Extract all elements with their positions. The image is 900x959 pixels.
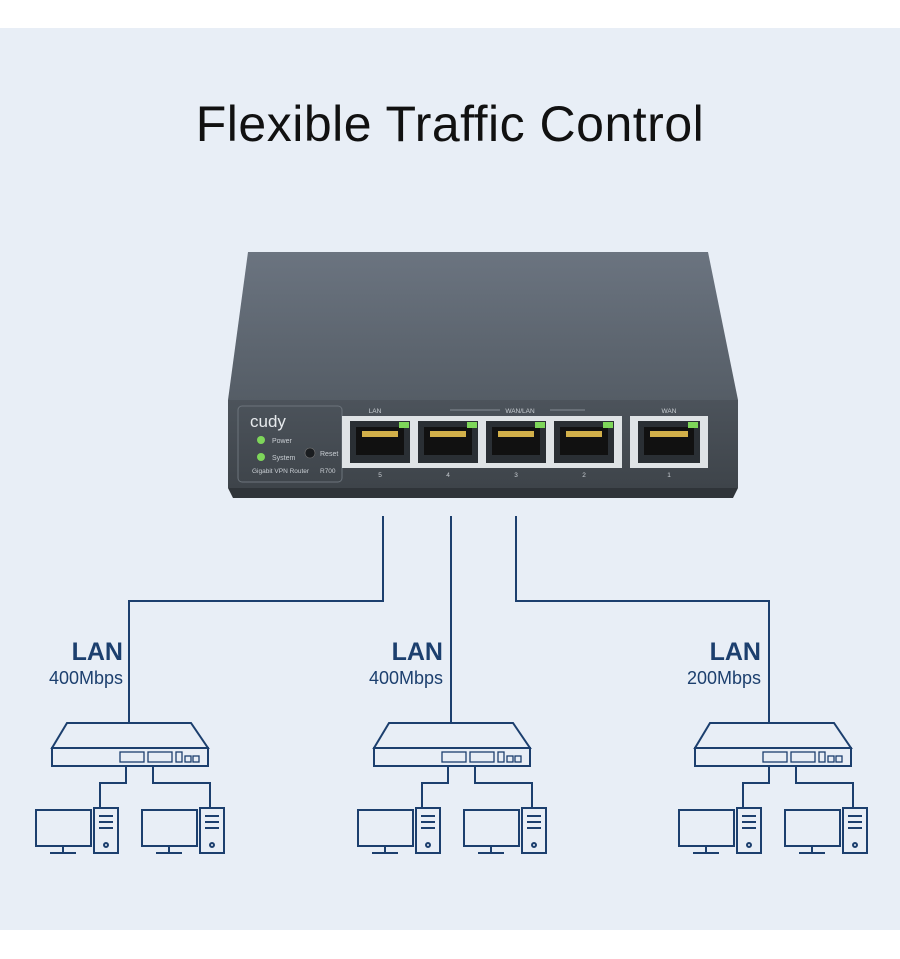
branch-3-type: LAN <box>709 638 761 666</box>
ethernet-port-2 <box>554 421 614 463</box>
monitor-icon <box>35 809 92 854</box>
switch-icon <box>372 722 532 767</box>
port-number: 5 <box>378 472 382 479</box>
router-brand: cudy <box>250 412 286 431</box>
branch-1-type: LAN <box>71 638 123 666</box>
branch-2-type: LAN <box>391 638 443 666</box>
pc-tower-icon <box>199 807 225 854</box>
monitor-icon <box>784 809 841 854</box>
pc-tower-icon <box>415 807 441 854</box>
branch-2-speed: 400Mbps <box>368 668 443 688</box>
monitor-icon <box>357 809 414 854</box>
monitor-icon <box>463 809 520 854</box>
ethernet-port-5 <box>350 421 410 463</box>
ethernet-port-3 <box>486 421 546 463</box>
pc-tower-icon <box>842 807 868 854</box>
ethernet-port-4 <box>418 421 478 463</box>
branch-3-speed: 200Mbps <box>686 668 761 688</box>
system-led <box>257 453 265 461</box>
ethernet-port-1 <box>638 421 700 463</box>
led-system-label: System <box>272 455 296 462</box>
branch-3-cables <box>742 766 854 808</box>
router-icon: cudy Power System Reset Gigabit VPN Rout… <box>228 252 738 498</box>
switch-icon <box>693 722 853 767</box>
router-model: R700 <box>320 468 336 475</box>
reset-label: Reset <box>320 451 338 458</box>
reset-button[interactable] <box>304 447 316 459</box>
wanlan-group-label: WAN/LAN <box>505 408 535 415</box>
lan-group-label: LAN <box>369 408 382 415</box>
wan-group-label: WAN <box>662 408 677 415</box>
pc-tower-icon <box>736 807 762 854</box>
pc-tower-icon <box>521 807 547 854</box>
branch-1-speed: 400Mbps <box>48 668 123 688</box>
port-number: 3 <box>514 472 518 479</box>
led-power-label: Power <box>272 438 293 445</box>
port-number: 2 <box>582 472 586 479</box>
port-number: 4 <box>446 472 450 479</box>
branch-2-cables <box>421 766 533 808</box>
branch-1-cables <box>99 766 211 808</box>
headline: Flexible Traffic Control <box>195 96 705 152</box>
monitor-icon <box>141 809 198 854</box>
power-led <box>257 436 265 444</box>
switch-icon <box>50 722 210 767</box>
port-number: 1 <box>667 472 671 479</box>
pc-tower-icon <box>93 807 119 854</box>
connection-lines <box>128 516 770 723</box>
monitor-icon <box>678 809 735 854</box>
router-model-line: Gigabit VPN Router <box>252 468 310 475</box>
